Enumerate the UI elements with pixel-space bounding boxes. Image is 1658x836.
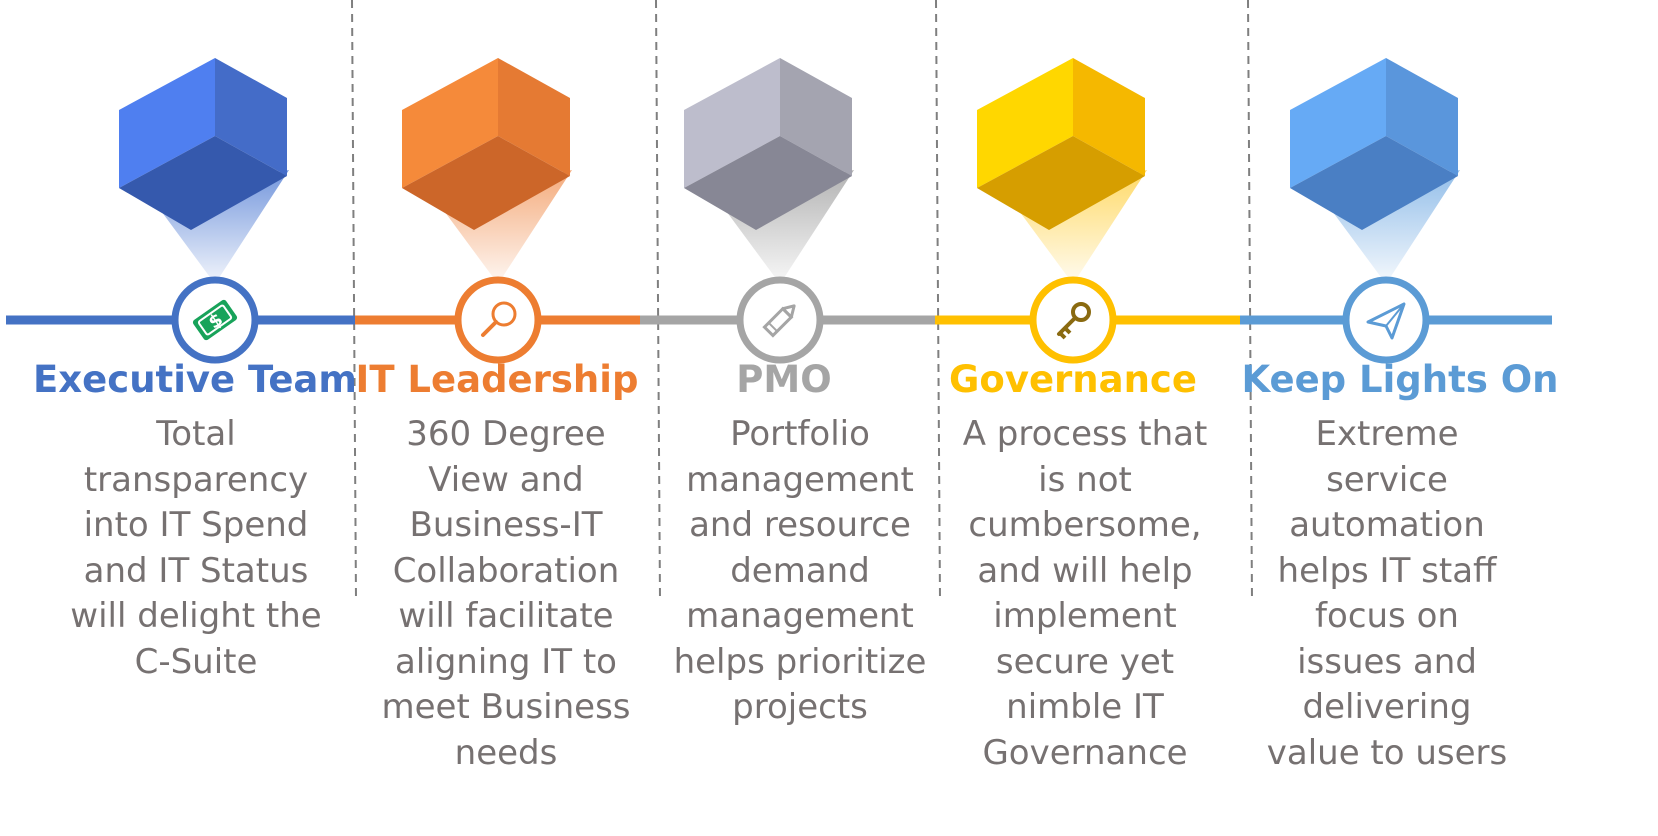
stage-description-3: Portfolio management and resource demand… [673,414,927,727]
column-dividers [351,0,1253,601]
divider-1 [351,0,357,601]
cube-4 [977,58,1145,230]
stage-title-2: IT Leadership [355,358,639,401]
stage-title-4: Governance [949,358,1197,401]
cube-2 [402,58,570,230]
stage-description-5: Extreme service automation helps IT staf… [1266,414,1508,773]
stage-title-1: Executive Team [33,358,357,401]
node-3 [736,276,824,364]
node-5 [1342,276,1430,364]
stage-description-2: 360 Degree View and Business-IT Collabor… [381,414,631,773]
pencil-icon [762,304,796,338]
stage-description-1: Total transparency into IT Spend and IT … [70,414,322,682]
divider-3 [935,0,941,601]
divider-2 [655,0,661,601]
cubes [119,58,1458,230]
cube-1 [119,58,287,230]
timeline-nodes: $ [171,276,1430,364]
cube-3 [684,58,852,230]
stage-title-3: PMO [736,358,832,401]
node-1: $ [171,276,259,364]
money-icon: $ [192,299,238,341]
node-2 [454,276,542,364]
stage-description-4: A process that is not cumbersome, and wi… [962,414,1208,773]
stage-title-5: Keep Lights On [1241,358,1559,401]
key-icon [1057,302,1091,340]
node-4 [1029,276,1117,364]
magnifier-icon [481,301,517,337]
divider-4 [1247,0,1253,601]
paper-plane-icon [1366,302,1406,340]
cube-5 [1290,58,1458,230]
